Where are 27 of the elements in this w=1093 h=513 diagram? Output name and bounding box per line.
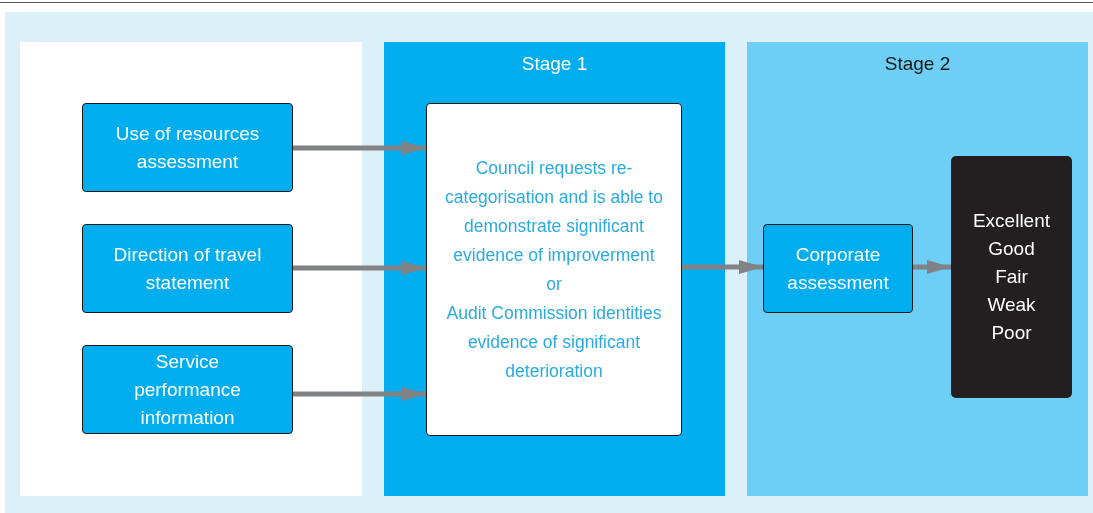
arrow: [293, 261, 426, 275]
box-text: Use of resources assessment: [114, 121, 261, 174]
process-box: [82, 345, 293, 434]
arrow: [913, 260, 951, 274]
panel-background: [20, 42, 362, 496]
box-text: Audit Commission identities evidence of significant deterioration: [445, 301, 663, 383]
box-text: Direction of travel statement: [112, 242, 263, 295]
arrow: [293, 387, 426, 401]
stage-heading: Stage 2: [884, 52, 951, 76]
rating-label: Weak: [987, 293, 1036, 317]
arrow: [293, 141, 426, 155]
box-text: Service performance information: [133, 349, 242, 430]
rating-label: Poor: [991, 321, 1032, 345]
stage-panel: [384, 42, 725, 496]
arrow: [682, 260, 763, 274]
stage-heading: Stage 1: [521, 52, 588, 76]
process-box: [82, 224, 293, 313]
rating-label: Excellent: [972, 209, 1051, 233]
process-box: [82, 103, 293, 192]
rating-box: [951, 156, 1072, 398]
rating-label: Fair: [995, 265, 1028, 289]
process-box: [426, 103, 682, 436]
box-text: Corporate assessment: [786, 242, 890, 295]
rating-label: Good: [988, 237, 1035, 261]
box-text: or: [546, 272, 562, 296]
process-box: [763, 224, 913, 313]
stage-panel: [747, 42, 1088, 496]
